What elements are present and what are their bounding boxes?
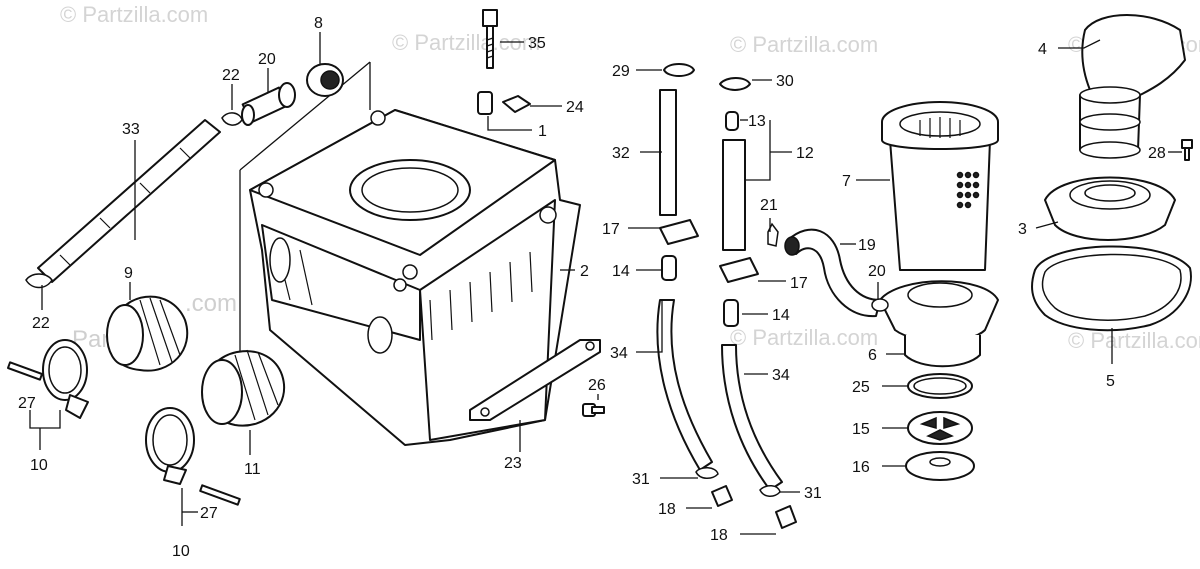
callout-1: 1 xyxy=(538,123,547,140)
callout-7: 7 xyxy=(842,173,851,190)
callout-18: 18 xyxy=(710,527,728,544)
callout-22: 22 xyxy=(222,67,240,84)
callout-30: 30 xyxy=(776,73,794,90)
callout-33: 33 xyxy=(122,121,140,138)
tube-clip xyxy=(871,298,889,312)
callout-31: 31 xyxy=(632,471,650,488)
callout-9: 9 xyxy=(124,265,133,282)
watermark-text: © Partzilla.com xyxy=(730,325,878,350)
callout-21: 21 xyxy=(760,197,778,214)
plug-and-grommet xyxy=(477,91,531,115)
callout-20: 20 xyxy=(258,51,276,68)
leader-lines xyxy=(29,32,1182,535)
watermark-text: © Partzilla.com xyxy=(1068,328,1200,353)
tube-clip xyxy=(25,112,243,289)
callout-31: 31 xyxy=(804,485,822,502)
callout-6: 6 xyxy=(868,347,877,364)
callout-labels: 8 20 22 35 24 1 2 33 22 9 27 10 11 27 10… xyxy=(18,15,1166,560)
callout-10: 10 xyxy=(30,457,48,474)
watermark-text: .com xyxy=(185,290,237,317)
intake-cap xyxy=(1079,14,1186,159)
callout-18: 18 xyxy=(658,501,676,518)
callout-16: 16 xyxy=(852,459,870,476)
callout-11: 11 xyxy=(244,461,261,478)
callout-20: 20 xyxy=(868,263,886,280)
callout-34: 34 xyxy=(772,367,790,384)
mounting-bracket xyxy=(469,339,601,421)
watermark-text: © Partzilla.com xyxy=(60,2,208,27)
callout-10: 10 xyxy=(172,543,190,560)
callout-17: 17 xyxy=(602,221,620,238)
drain-system xyxy=(656,63,797,529)
callout-32: 32 xyxy=(612,145,630,162)
callout-8: 8 xyxy=(314,15,323,32)
breather-cap xyxy=(306,63,344,97)
air-cleaner-cover xyxy=(1044,176,1176,241)
bolt xyxy=(1181,139,1193,161)
callout-29: 29 xyxy=(612,63,630,80)
callout-5: 5 xyxy=(1106,373,1115,390)
cover-gasket xyxy=(1031,245,1192,332)
watermarks: © Partzilla.com © Partzilla.com © Partzi… xyxy=(60,2,1200,353)
callout-4: 4 xyxy=(1038,41,1047,58)
callout-34: 34 xyxy=(610,345,628,362)
air-cleaner-case xyxy=(239,61,581,446)
connecting-tube xyxy=(106,295,189,372)
breather-joint xyxy=(241,82,296,126)
bolt xyxy=(582,403,605,417)
band-screw xyxy=(6,361,241,506)
callout-22: 22 xyxy=(32,315,50,332)
watermark-text: © Partzilla.com xyxy=(730,32,878,57)
callout-14: 14 xyxy=(612,263,630,280)
bolt xyxy=(482,9,498,69)
drain-grid xyxy=(907,411,973,445)
callout-25: 25 xyxy=(852,379,870,396)
callout-19: 19 xyxy=(858,237,876,254)
drain-cover xyxy=(905,451,975,481)
callout-17: 17 xyxy=(790,275,808,292)
breather-tube xyxy=(37,119,221,283)
callout-28: 28 xyxy=(1148,145,1166,162)
callout-12: 12 xyxy=(796,145,814,162)
connecting-tube xyxy=(201,349,285,427)
callout-3: 3 xyxy=(1018,221,1027,238)
air-filter-element xyxy=(881,101,999,271)
tube-band xyxy=(145,407,195,485)
callout-13: 13 xyxy=(748,113,766,130)
callout-26: 26 xyxy=(588,377,606,394)
callout-15: 15 xyxy=(852,421,870,438)
element-holder xyxy=(879,280,999,368)
callout-2: 2 xyxy=(580,263,589,280)
callout-23: 23 xyxy=(504,455,522,472)
tube-band xyxy=(42,339,89,419)
callout-35: 35 xyxy=(528,35,546,52)
callout-24: 24 xyxy=(566,99,584,116)
callout-27: 27 xyxy=(200,505,218,522)
callout-27: 27 xyxy=(18,395,36,412)
callout-14: 14 xyxy=(772,307,790,324)
o-ring xyxy=(907,373,973,399)
